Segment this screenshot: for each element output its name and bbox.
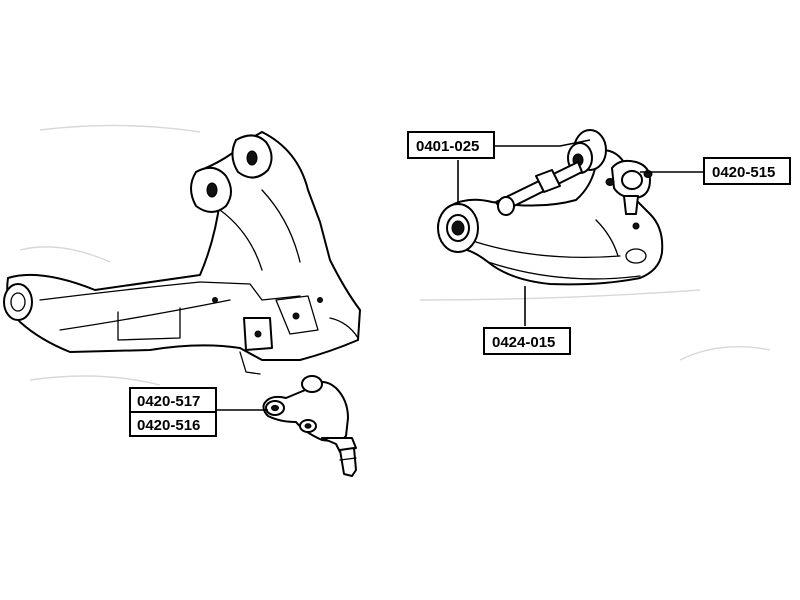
lower-control-arm (3, 131, 361, 375)
lower-ball-joint (262, 375, 357, 477)
leader-lines (216, 139, 704, 411)
label-text-upper-control-arm: 0424-015 (492, 334, 555, 351)
upper-control-arm (437, 129, 664, 286)
label-upper-control-arm: 0424-015 (483, 327, 571, 355)
label-text-lower-ball-joint-a: 0420-517 (137, 393, 200, 410)
label-text-upper-arm-bushing: 0401-025 (416, 138, 479, 155)
background-ghost-lines (19, 124, 771, 386)
label-lower-ball-joint-b: 0420-516 (129, 411, 217, 437)
label-text-upper-ball-joint: 0420-515 (712, 164, 775, 181)
label-upper-arm-bushing: 0401-025 (407, 131, 495, 159)
label-text-lower-ball-joint-b: 0420-516 (137, 417, 200, 434)
label-upper-ball-joint: 0420-515 (703, 157, 791, 185)
label-lower-ball-joint-a: 0420-517 (129, 387, 217, 413)
